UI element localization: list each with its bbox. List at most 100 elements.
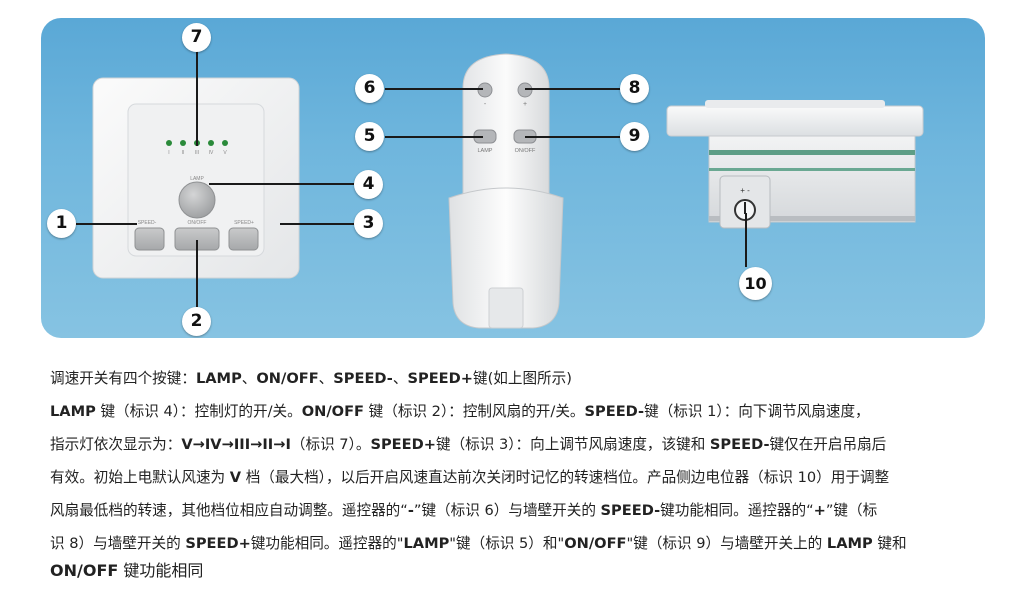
wall-switch-illustration: I II III IV V LAMP SPEED- ON/OFF SPEED+ [92,77,300,279]
description-line1-segment: 调速开关有四个按键： [50,370,196,387]
description-line5-segment: SPEED- [600,502,661,519]
callout-9: 9 [620,122,649,151]
description-line3-segment: 键仅在开启吊扇后 [769,436,887,453]
led-label-3: III [195,150,199,156]
description-line6-segment: "键（标识 9）与墙壁开关上的 [626,535,827,552]
led-5 [222,140,228,146]
switch-speed-minus-button [134,227,165,251]
description-line6-segment: 键和 [872,535,907,552]
description-line7-segment: ON/OFF [50,561,119,580]
product-photo-panel: I II III IV V LAMP SPEED- ON/OFF SPEED+ … [41,18,985,338]
remote-minus-label: - [484,101,487,108]
description-line1-segment: LAMP [195,370,242,387]
remote-body [462,53,550,199]
callout-6: 6 [355,74,384,103]
description-line2-segment: LAMP [50,403,96,420]
description-line5-segment: 风扇最低档的转速，其他档位相应自动调整。遥控器的“ [50,502,408,519]
callout-1: 1 [47,209,76,238]
remote-plus-button [517,82,533,98]
led-label-1: I [168,150,169,156]
leader-line-8 [525,88,620,90]
remote-plus-label: + [523,101,527,108]
description-line5-segment: - [407,502,414,519]
callout-2: 2 [182,307,211,336]
remote-illustration: - + LAMP ON/OFF [448,53,564,329]
description-line3-segment: 键（标识 3）：向上调节风扇速度，该键和 [435,436,710,453]
description-line3-segment: SPEED+ [370,436,436,453]
description-line1-segment: 、 [392,370,408,387]
callout-10: 10 [739,267,772,300]
description-line-7: ON/OFF 键功能相同 [50,560,990,582]
remote-minus-button [477,82,493,98]
description-line3-segment: V→IV→III→II→I [181,436,291,453]
description-line2-segment: 键（标识 1）：向下调节风扇速度， [644,403,870,420]
leader-line-6 [385,88,483,90]
switch-speed-plus-button [228,227,259,251]
description-line6-segment: "键（标识 5）和" [449,535,565,552]
led-2 [180,140,186,146]
description-line1-segment: SPEED+ [407,370,473,387]
description-line6-segment: 识 8）与墙壁开关的 [50,535,186,552]
description-line5-segment: 键功能相同。遥控器的“ [660,502,814,519]
description-line-4: 有效。初始上电默认风速为 V 档（最大档），以后开启风速直达前次关闭时记忆的转速… [50,461,990,494]
callout-4: 4 [354,170,383,199]
description-line4-segment: 档（最大档），以后开启风速直达前次关闭时记忆的转速档位。产品侧边电位器（标识 1… [241,469,890,486]
leader-line-4 [209,183,354,185]
switch-lamp-label: LAMP [190,176,204,182]
led-label-2: II [182,150,185,156]
callout-8: 8 [620,74,649,103]
leader-line-10 [745,213,747,267]
description-line-5: 风扇最低档的转速，其他档位相应自动调整。遥控器的“-”键（标识 6）与墙壁开关的… [50,494,990,527]
description-line2-segment: 键（标识 2）：控制风扇的开/关。 [364,403,585,420]
description-line2-segment: ON/OFF [301,403,365,420]
description-line4-segment: V [229,469,242,486]
description-text: 调速开关有四个按键：LAMP、ON/OFF、SPEED-、SPEED+键(如上图… [50,362,990,582]
callout-5: 5 [355,122,384,151]
side-pot-label: + - [740,186,750,195]
led-label-4: IV [209,150,214,156]
remote-holder-slot [488,287,524,329]
description-line1-segment: SPEED- [333,370,393,387]
led-1 [166,140,172,146]
description-line6-segment: 键功能相同。遥控器的" [250,535,404,552]
description-line6-segment: ON/OFF [564,535,627,552]
leader-line-2 [196,240,198,307]
leader-line-3 [280,223,354,225]
switch-lamp-button [178,181,216,219]
remote-onoff-label: ON/OFF [515,148,536,154]
description-line5-segment: ”键（标识 6）与墙壁开关的 [413,502,601,519]
description-line3-segment: SPEED- [709,436,770,453]
description-line-3: 指示灯依次显示为：V→IV→III→II→I（标识 7）。SPEED+键（标识 … [50,428,990,461]
remote-holder [448,187,564,329]
description-line-6: 识 8）与墙壁开关的 SPEED+键功能相同。遥控器的"LAMP"键（标识 5）… [50,527,990,560]
switch-side-view-illustration: + - [666,100,924,229]
callout-7: 7 [182,23,211,52]
description-line-2: LAMP 键（标识 4）：控制灯的开/关。ON/OFF 键（标识 2）：控制风扇… [50,395,990,428]
description-line5-segment: + [813,502,826,519]
switch-onoff-label: ON/OFF [188,220,207,226]
leader-line-7 [196,51,198,146]
description-line2-segment: 键（标识 4）：控制灯的开/关。 [95,403,302,420]
led-4 [208,140,214,146]
description-line5-segment: ”键（标 [825,502,878,519]
description-line-1: 调速开关有四个按键：LAMP、ON/OFF、SPEED-、SPEED+键(如上图… [50,362,990,395]
description-line1-segment: 键(如上图所示) [472,370,572,387]
description-line2-segment: SPEED- [584,403,645,420]
leader-line-9 [525,136,620,138]
leader-line-1 [76,223,137,225]
remote-lamp-label: LAMP [478,148,493,154]
description-line7-segment: 键功能相同 [118,561,204,580]
description-line6-segment: LAMP [826,535,873,552]
description-line6-segment: LAMP [403,535,450,552]
description-line3-segment: （标识 7）。 [290,436,371,453]
description-line1-segment: ON/OFF [256,370,319,387]
leader-line-5 [385,136,483,138]
led-label-5: V [223,150,227,156]
description-line1-segment: 、 [241,370,257,387]
description-line1-segment: 、 [318,370,334,387]
description-line6-segment: SPEED+ [185,535,251,552]
callout-3: 3 [354,209,383,238]
description-line3-segment: 指示灯依次显示为： [50,436,182,453]
description-line4-segment: 有效。初始上电默认风速为 [50,469,230,486]
switch-speed-minus-label: SPEED- [138,220,157,226]
